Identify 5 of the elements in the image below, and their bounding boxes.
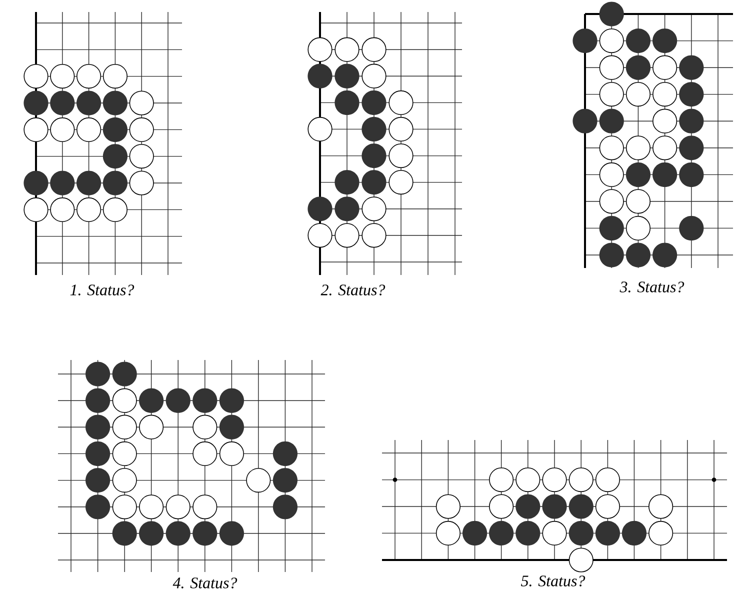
caption: 4. Status? xyxy=(172,578,238,588)
caption: 1. Status? xyxy=(70,284,134,296)
caption: 5. Status? xyxy=(521,576,586,586)
caption: 3. Status? xyxy=(620,282,684,292)
caption: 2. Status? xyxy=(320,284,386,296)
